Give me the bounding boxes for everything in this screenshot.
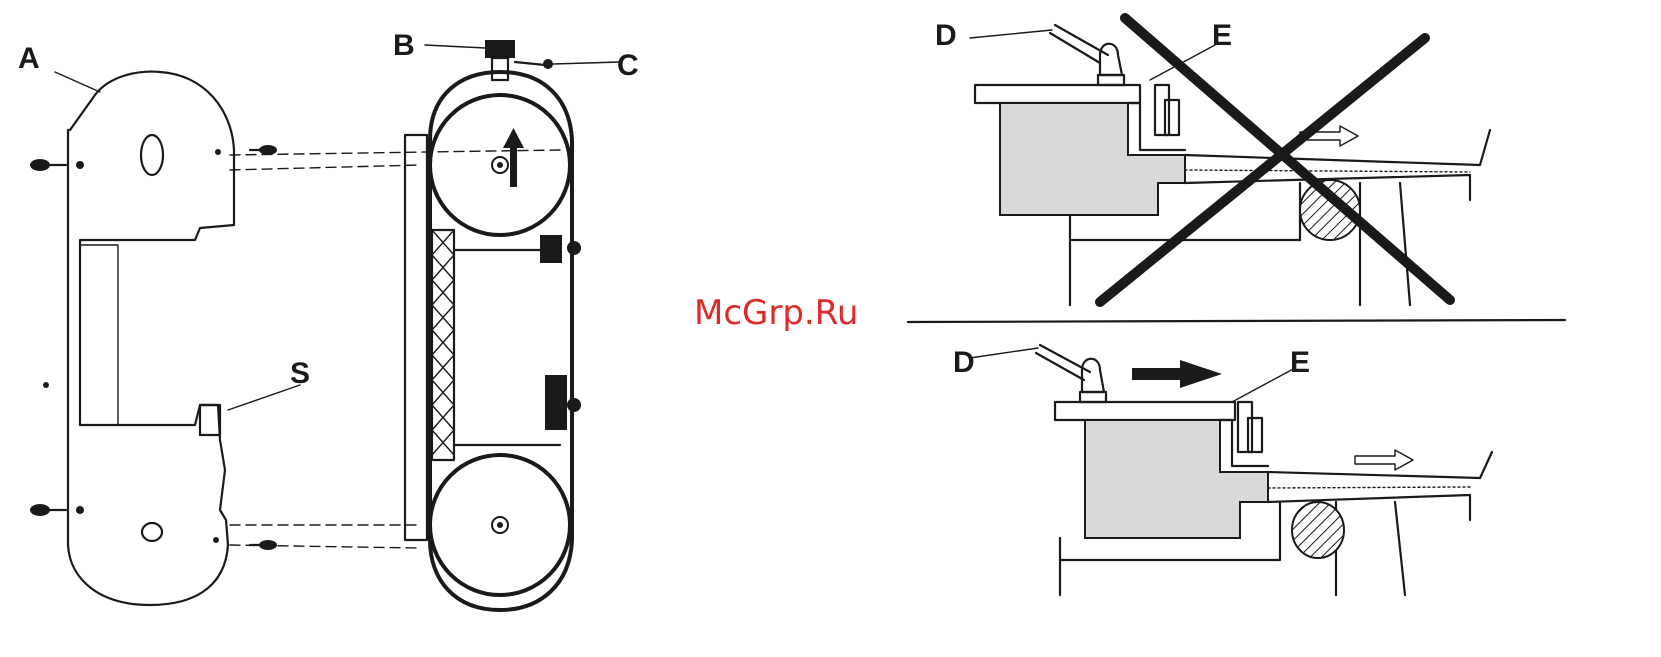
label-e-bottom: E — [1290, 346, 1310, 379]
watermark-text: McGrp.Ru — [694, 293, 858, 333]
alignment-dashes — [230, 150, 560, 548]
label-e-top: E — [1212, 19, 1232, 52]
guide-assembly-wrong — [970, 18, 1490, 305]
guide-assembly-correct — [970, 345, 1492, 595]
panel-divider — [908, 320, 1565, 322]
bandsaw-frame — [405, 40, 620, 610]
screw-icon — [250, 145, 277, 155]
label-b: B — [393, 29, 415, 62]
label-d-top: D — [935, 19, 957, 52]
label-a: A — [18, 42, 40, 75]
right-arrow-icon — [1132, 360, 1222, 388]
cover-plate-a — [30, 72, 300, 605]
screw-icon — [30, 504, 66, 516]
label-d-bottom: D — [953, 346, 975, 379]
label-c: C — [617, 49, 639, 82]
right-arrow-icon — [1355, 450, 1413, 470]
up-arrow-icon — [503, 128, 524, 187]
screw-icon — [30, 159, 66, 171]
label-s: S — [290, 357, 310, 390]
